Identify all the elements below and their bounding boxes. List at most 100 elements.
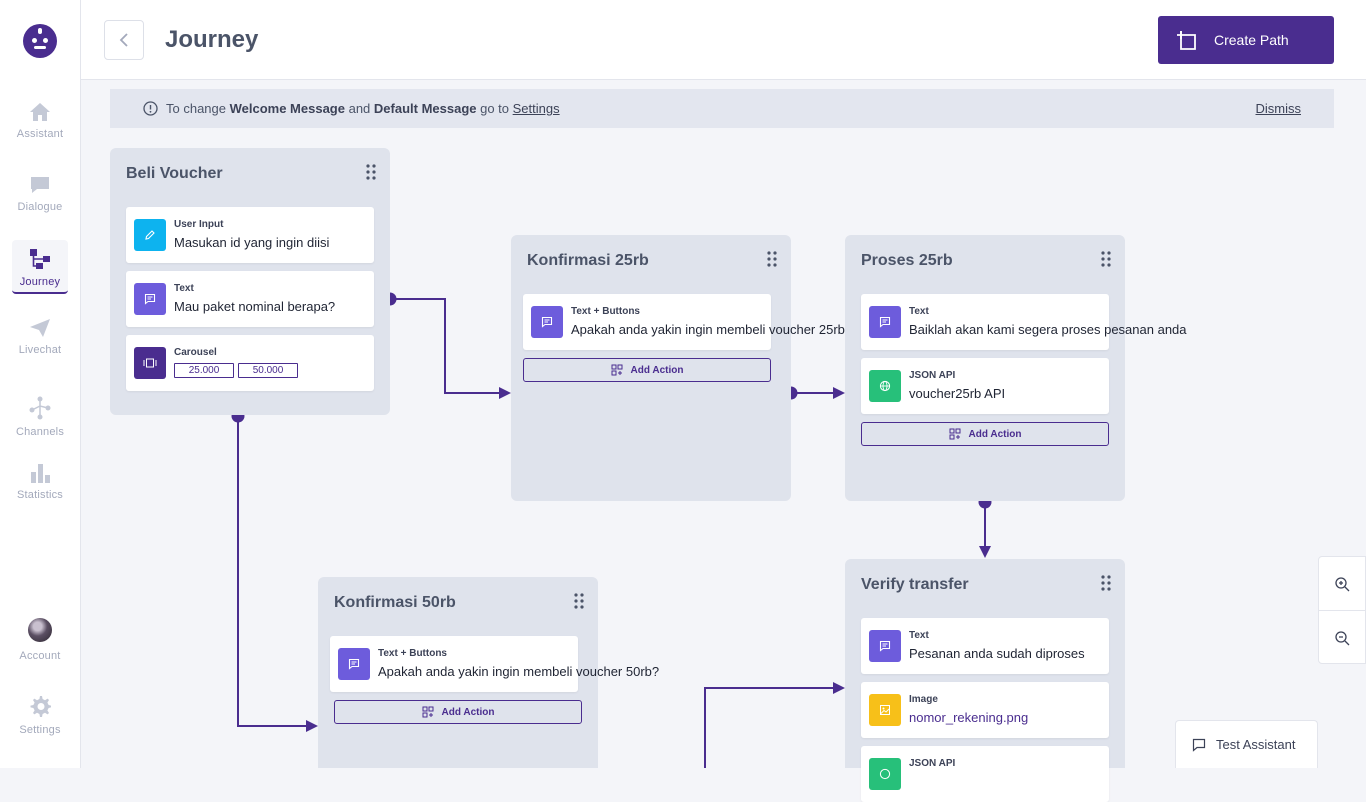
- sidebar-item-label: Assistant: [16, 128, 64, 140]
- send-icon: [30, 319, 50, 337]
- carousel-option[interactable]: 50.000: [238, 363, 298, 378]
- action-image[interactable]: Image nomor_rekening.png: [861, 682, 1109, 738]
- back-button[interactable]: [104, 20, 144, 60]
- sidebar-item-label: Livechat: [18, 344, 62, 356]
- node-title: Proses 25rb: [861, 252, 953, 269]
- sidebar-item-label: Statistics: [16, 489, 63, 501]
- logo-icon[interactable]: [23, 24, 57, 58]
- sidebar-item-label: Settings: [19, 724, 61, 736]
- drag-handle-icon[interactable]: [767, 251, 777, 267]
- sidebar-item-assistant[interactable]: Assistant: [12, 102, 68, 148]
- sidebar-item-livechat[interactable]: Livechat: [12, 318, 68, 364]
- node-konfirmasi-50rb[interactable]: Konfirmasi 50rb Text + Buttons Apakah an…: [318, 577, 660, 768]
- sidebar-item-label: Journey: [19, 276, 61, 288]
- action-text[interactable]: Text Pesanan anda sudah diproses: [861, 618, 1109, 674]
- action-type: Image: [909, 694, 938, 705]
- image-icon: [869, 694, 901, 726]
- banner-text: and: [344, 101, 374, 116]
- action-value: Mau paket nominal berapa?: [174, 299, 336, 314]
- sidebar-item-label: Dialogue: [17, 201, 63, 213]
- banner-message: To change Welcome Message and Default Me…: [166, 101, 560, 116]
- action-value: Apakah anda yakin ingin membeli voucher …: [378, 664, 660, 679]
- add-action-button[interactable]: Add Action: [523, 358, 771, 382]
- action-type: Text: [909, 306, 929, 317]
- node-title: Konfirmasi 50rb: [334, 594, 456, 611]
- node-verify-transfer[interactable]: Verify transfer Text Pesanan anda sudah …: [845, 559, 1125, 802]
- zoom-in-icon: [1335, 576, 1350, 591]
- action-user-input[interactable]: User Input Masukan id yang ingin diisi: [126, 207, 374, 263]
- zoom-in-button[interactable]: [1319, 557, 1365, 611]
- action-type: Text: [909, 630, 929, 641]
- node-title: Beli Voucher: [126, 165, 223, 182]
- sidebar-item-dialogue[interactable]: Dialogue: [12, 175, 68, 221]
- action-value: Baiklah akan kami segera proses pesanan …: [909, 322, 1187, 337]
- banner-welcome: Welcome Message: [229, 101, 345, 116]
- drag-handle-icon[interactable]: [1101, 251, 1111, 267]
- message-icon: [134, 283, 166, 315]
- message-icon: [869, 630, 901, 662]
- drag-handle-icon[interactable]: [366, 164, 376, 180]
- test-assistant-button[interactable]: Test Assistant: [1175, 720, 1318, 768]
- drag-handle-icon[interactable]: [574, 593, 584, 609]
- banner-default: Default Message: [373, 101, 477, 116]
- action-type: JSON API: [909, 758, 956, 769]
- action-type: Text + Buttons: [378, 648, 447, 659]
- action-carousel[interactable]: Carousel 25.000 50.000: [126, 335, 374, 391]
- chat-icon: [1192, 738, 1206, 752]
- chevron-left-icon: [119, 33, 128, 47]
- carousel-option[interactable]: 25.000: [174, 363, 234, 378]
- message-icon: [531, 306, 563, 338]
- bar-chart-icon: [31, 464, 50, 483]
- pencil-icon: [134, 219, 166, 251]
- action-text[interactable]: Text Baiklah akan kami segera proses pes…: [861, 294, 1187, 350]
- create-path-label: Create Path: [1214, 32, 1289, 48]
- globe-icon: [869, 370, 901, 402]
- node-beli-voucher[interactable]: Beli Voucher User Input Masukan id yang …: [110, 148, 390, 415]
- network-icon: [29, 396, 51, 420]
- settings-link[interactable]: Settings: [512, 101, 560, 116]
- add-action-label: Add Action: [630, 364, 684, 376]
- action-value: Pesanan anda sudah diproses: [909, 646, 1085, 661]
- globe-icon: [869, 758, 901, 790]
- chat-icon: [31, 177, 49, 193]
- sidebar: Assistant Dialogue Journey Livechat Chan…: [0, 0, 81, 768]
- action-type: Text: [174, 283, 194, 294]
- add-node-icon: [1177, 31, 1196, 50]
- sidebar-item-label: Account: [19, 650, 61, 662]
- add-action-button[interactable]: Add Action: [861, 422, 1109, 446]
- flow-icon: [30, 249, 50, 269]
- sidebar-item-channels[interactable]: Channels: [12, 396, 68, 442]
- action-text[interactable]: Text Mau paket nominal berapa?: [126, 271, 374, 327]
- action-text-buttons[interactable]: Text + Buttons Apakah anda yakin ingin m…: [523, 294, 852, 350]
- zoom-controls: [1318, 556, 1366, 664]
- message-icon: [338, 648, 370, 680]
- action-value: voucher25rb API: [909, 386, 1006, 401]
- home-icon: [30, 103, 50, 121]
- sidebar-item-label: Channels: [15, 426, 65, 438]
- sidebar-item-account[interactable]: Account: [12, 618, 68, 664]
- sidebar-item-settings[interactable]: Settings: [12, 694, 68, 740]
- action-json-api[interactable]: JSON API voucher25rb API: [861, 358, 1109, 414]
- zoom-out-button[interactable]: [1319, 611, 1365, 665]
- test-assistant-label: Test Assistant: [1216, 737, 1296, 752]
- action-value[interactable]: nomor_rekening.png: [909, 710, 1029, 725]
- action-text-buttons[interactable]: Text + Buttons Apakah anda yakin ingin m…: [330, 636, 660, 692]
- gear-icon: [30, 696, 51, 717]
- info-banner: To change Welcome Message and Default Me…: [110, 89, 1334, 128]
- action-type: User Input: [174, 219, 224, 230]
- node-konfirmasi-25rb[interactable]: Konfirmasi 25rb Text + Buttons Apakah an…: [511, 235, 852, 501]
- sidebar-item-journey[interactable]: Journey: [12, 240, 68, 294]
- add-action-button[interactable]: Add Action: [334, 700, 582, 724]
- add-action-icon: [611, 364, 623, 376]
- zoom-out-icon: [1335, 631, 1350, 646]
- node-proses-25rb[interactable]: Proses 25rb Text Baiklah akan kami seger…: [845, 235, 1187, 501]
- action-json-api[interactable]: JSON API: [861, 746, 1109, 802]
- dismiss-link[interactable]: Dismiss: [1255, 101, 1302, 116]
- action-type: Carousel: [174, 347, 217, 358]
- drag-handle-icon[interactable]: [1101, 575, 1111, 591]
- sidebar-item-statistics[interactable]: Statistics: [12, 463, 68, 509]
- action-type: Text + Buttons: [571, 306, 640, 317]
- action-type: JSON API: [909, 370, 956, 381]
- banner-text: To change: [166, 101, 230, 116]
- create-path-button[interactable]: Create Path: [1158, 16, 1334, 64]
